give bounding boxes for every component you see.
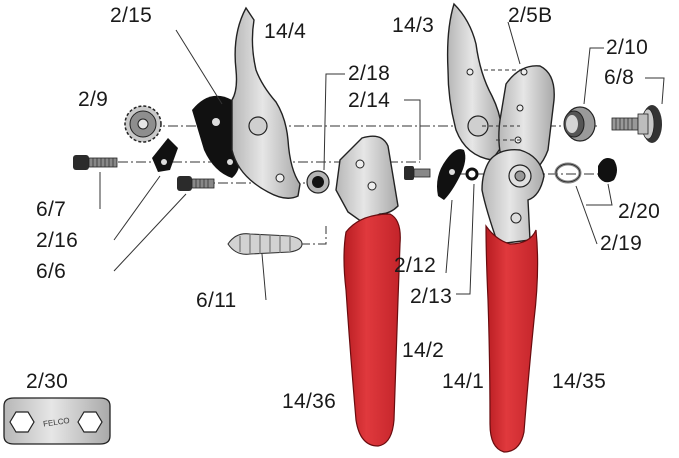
label-14-36: 14/36 [282,390,337,413]
label-6-6: 6/6 [36,260,67,283]
washer-part-2-13 [465,167,479,181]
leader-lines [99,21,665,301]
label-2-13: 2/13 [410,285,453,308]
label-2-10: 2/10 [606,36,649,59]
bushing-part-2-10 [563,106,596,142]
cam-part-2-16 [152,138,178,172]
cam-part-2-12 [437,149,466,200]
label-2-19: 2/19 [600,232,643,255]
spring-part-6-11 [227,233,303,255]
guide-lines [482,69,520,141]
label-6-11: 6/11 [196,289,237,312]
label-6-8: 6/8 [604,66,635,89]
cutting-blade-part-14-3 [446,2,503,161]
nut-part-2-18 [306,170,330,194]
gear-part-2-9 [124,105,162,143]
anvil-blade-part-14-4 [231,6,301,199]
bolt-part-2-14 [404,166,431,180]
label-2-16: 2/16 [36,229,79,252]
wrench-part-2-30: FELCO [3,397,111,445]
handle-metal-part-14-1 [481,149,545,245]
label-2-15: 2/15 [110,4,153,27]
bolt-part-6-8 [611,105,662,143]
label-14-4: 14/4 [264,20,307,43]
plate-part-2-15 [192,95,241,178]
bolt-part-6-7 [73,155,118,170]
handle-head-part-14-2 [335,135,399,223]
label-2-18: 2/18 [348,62,391,85]
label-2-14: 2/14 [348,89,391,112]
label-14-1: 14/1 [442,370,485,393]
label-2-30: 2/30 [26,370,69,393]
label-6-7: 6/7 [36,198,67,221]
label-14-3: 14/3 [392,14,435,37]
cap-part-2-20 [598,158,617,183]
handle-grip-part-14-36 [343,213,401,447]
label-2-20: 2/20 [618,200,661,223]
label-2-5B: 2/5B [508,4,553,27]
label-14-35: 14/35 [552,370,607,393]
label-2-9: 2/9 [78,88,109,111]
wrench-engraving: FELCO [43,416,71,429]
bolt-part-6-6 [177,176,215,191]
label-14-2: 14/2 [402,339,445,362]
label-2-12: 2/12 [394,254,437,277]
washer-part-2-19 [554,162,582,184]
handle-grip-part-14-35 [485,224,539,453]
